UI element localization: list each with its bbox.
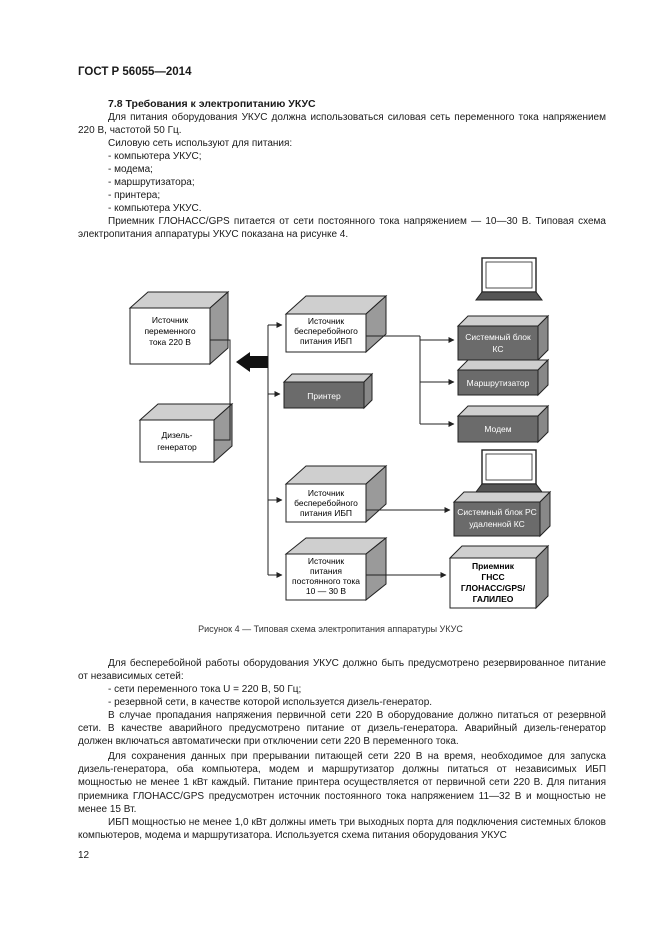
dc-source-label: Источник xyxy=(308,556,345,566)
section-title: 7.8 Требования к электропитанию УКУС xyxy=(108,98,316,110)
paragraph-network-usage: Силовую сеть используют для питания: xyxy=(108,138,293,149)
ac-source-label: тока 220 В xyxy=(149,337,191,347)
list-item: - сети переменного тока U = 220 В, 50 Гц… xyxy=(108,684,302,695)
ups-box: Источник бесперебойного питания ИБП xyxy=(284,294,388,354)
receiver-label: ГНСС xyxy=(481,572,504,582)
list-item: - модема; xyxy=(108,164,153,175)
ups-label: Источник xyxy=(308,316,345,326)
dc-source-label: постоянного тока xyxy=(292,576,360,586)
receiver-label: Приемник xyxy=(472,561,515,571)
ac-source-box: Источник переменного тока 220 В xyxy=(128,290,230,366)
ac-source-label: Источник xyxy=(152,315,189,325)
laptop-icon xyxy=(475,257,543,301)
paragraph-redundant-power: Для бесперебойной работы оборудования УК… xyxy=(78,658,606,683)
printer-label: Принтер xyxy=(307,391,341,401)
list-item: - резервной сети, в качестве которой исп… xyxy=(108,697,433,708)
ups-label: питания ИБП xyxy=(300,508,352,518)
connector-lines xyxy=(210,322,455,578)
ac-source-label: переменного xyxy=(144,326,195,336)
ups-box: Источник бесперебойного питания ИБП xyxy=(284,464,388,524)
laptop-icon xyxy=(475,449,543,493)
system-ks-label: КС xyxy=(493,344,504,354)
system-block-rs: Системный блок РС удаленной КС xyxy=(452,490,552,538)
receiver-label: ГАЛИЛЕО xyxy=(473,594,514,604)
document-header: ГОСТ Р 56055—2014 xyxy=(78,66,192,78)
paragraph-glonass-receiver: Приемник ГЛОНАСС/GPS питается от сети по… xyxy=(78,216,606,241)
router-box: Маршрутизатор xyxy=(456,358,550,397)
list-item: - компьютера УКУС; xyxy=(108,151,202,162)
list-item: - маршрутизатора; xyxy=(108,177,195,188)
dc-source-box: Источник питания постоянного тока 10 — 3… xyxy=(284,536,388,602)
diesel-label: генератор xyxy=(157,442,197,452)
paragraph-ups-ports: ИБП мощностью не менее 1,0 кВт должны им… xyxy=(78,817,606,842)
ups-label: Источник xyxy=(308,488,345,498)
paragraph-power-loss: В случае пропадания напряжения первичной… xyxy=(78,710,606,748)
modem-label: Модем xyxy=(484,424,511,434)
dc-source-label: питания xyxy=(310,566,342,576)
system-rs-label: Системный блок РС xyxy=(457,507,536,517)
merge-arrow-icon xyxy=(236,352,268,372)
diesel-label: Дизель- xyxy=(162,430,193,440)
figure-caption: Рисунок 4 — Типовая схема электропитания… xyxy=(198,624,463,634)
system-rs-label: удаленной КС xyxy=(469,519,525,529)
router-label: Маршрутизатор xyxy=(467,378,530,388)
list-item: - принтера; xyxy=(108,190,161,201)
system-ks-label: Системный блок xyxy=(465,332,531,342)
receiver-label: ГЛОНАСС/GPS/ xyxy=(461,583,526,593)
paragraph-power-network: Для питания оборудования УКУС должна исп… xyxy=(78,112,606,137)
page-number: 12 xyxy=(78,850,90,861)
list-item: - компьютера УКУС. xyxy=(108,203,202,214)
system-block-ks: Системный блок КС xyxy=(456,314,550,362)
modem-box: Модем xyxy=(456,404,550,444)
dc-source-label: 10 — 30 В xyxy=(306,586,346,596)
gnss-receiver-box: Приемник ГНСС ГЛОНАСС/GPS/ ГАЛИЛЕО xyxy=(448,544,550,610)
ups-label: питания ИБП xyxy=(300,336,352,346)
ups-label: бесперебойного xyxy=(294,498,358,508)
ups-label: бесперебойного xyxy=(294,326,358,336)
paragraph-data-saving: Для сохранения данных при прерывании пит… xyxy=(78,751,606,815)
printer-box: Принтер xyxy=(282,372,374,410)
diesel-generator-box: Дизель- генератор xyxy=(138,402,234,464)
